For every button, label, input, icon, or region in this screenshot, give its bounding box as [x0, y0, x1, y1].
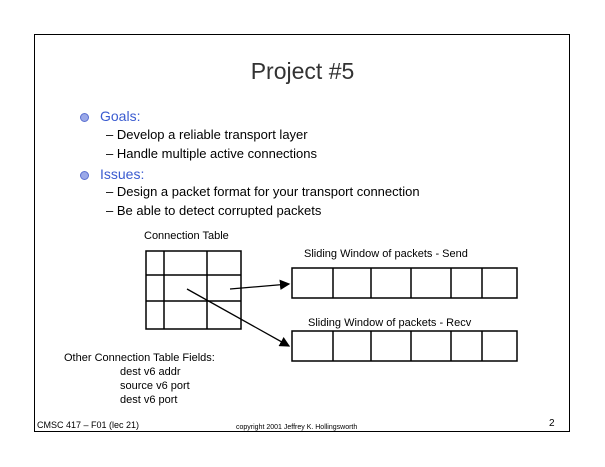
- send-window-label: Sliding Window of packets - Send: [304, 248, 468, 260]
- goals-heading: Goals:: [100, 108, 141, 124]
- issues-bullet-icon: [80, 171, 89, 180]
- other-fields-heading: Other Connection Table Fields:: [64, 352, 215, 364]
- send-arrow: [229, 279, 291, 290]
- connection-table-grid: [145, 250, 242, 330]
- other-field-item: dest v6 addr: [120, 366, 181, 378]
- issue-item-1: – Design a packet format for your transp…: [106, 184, 420, 199]
- slide-title: Project #5: [250, 58, 355, 84]
- footer-copyright: copyright 2001 Jeffrey K. Hollingsworth: [236, 424, 358, 431]
- issues-heading: Issues:: [100, 166, 145, 182]
- issue-item-2: – Be able to detect corrupted packets: [106, 203, 322, 218]
- recv-window-label: Sliding Window of packets - Recv: [308, 317, 472, 329]
- page-number: 2: [549, 418, 555, 429]
- goal-item-2: – Handle multiple active connections: [106, 146, 318, 161]
- other-field-item: source v6 port: [120, 380, 190, 392]
- connection-table-label: Connection Table: [144, 230, 229, 242]
- slide-frame: [34, 34, 570, 432]
- goal-item-1: – Develop a reliable transport layer: [106, 127, 308, 142]
- other-field-item: dest v6 port: [120, 394, 178, 406]
- recv-window-boxes: [291, 330, 518, 362]
- recv-arrow: [186, 288, 291, 347]
- goals-bullet-icon: [80, 113, 89, 122]
- send-window-boxes: [291, 267, 518, 299]
- footer-course: CMSC 417 – F01 (lec 21): [37, 420, 140, 430]
